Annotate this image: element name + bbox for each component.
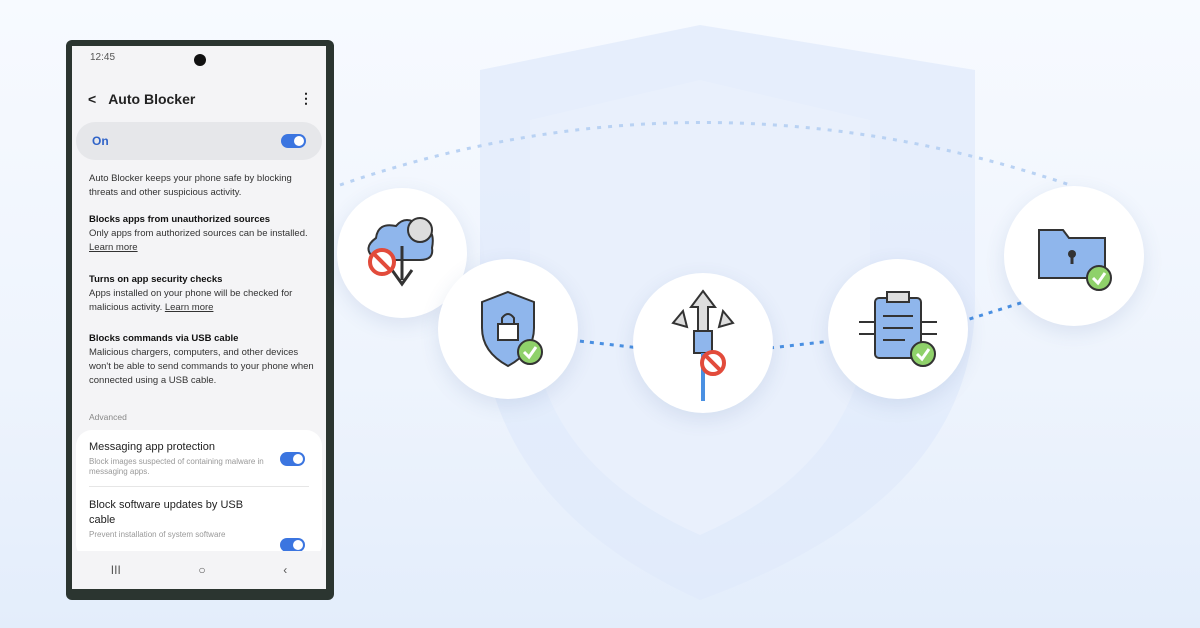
usb-blocked-icon bbox=[671, 289, 735, 401]
block-usb-updates-toggle[interactable] bbox=[280, 538, 305, 552]
setting-title: Block software updates by USB cable bbox=[89, 499, 244, 526]
page-title: Auto Blocker bbox=[108, 90, 196, 107]
section-title: Blocks apps from unauthorized sources bbox=[89, 214, 271, 225]
intro-text: Auto Blocker keeps your phone safe by bl… bbox=[89, 173, 292, 198]
back-icon[interactable]: < bbox=[88, 90, 97, 107]
cloud-download-blocked-icon bbox=[367, 217, 434, 287]
advanced-settings-card: Messaging app protection Block images su… bbox=[76, 430, 322, 560]
setting-title: Messaging app protection bbox=[89, 441, 215, 453]
section-title: Turns on app security checks bbox=[89, 274, 223, 285]
feature-usb-commands bbox=[633, 273, 773, 413]
setting-subtitle: Prevent installation of system software bbox=[89, 530, 226, 539]
section-body: Malicious chargers, computers, and other… bbox=[89, 347, 314, 386]
clipboard-check-icon bbox=[859, 291, 937, 367]
setting-block-usb-updates[interactable]: Block software updates by USB cable Prev… bbox=[89, 498, 269, 540]
shield-lock-check-icon bbox=[481, 290, 543, 368]
auto-blocker-screen: 12:45 < Auto Blocker ⋮ On Auto Blocker k… bbox=[72, 46, 326, 589]
home-button[interactable]: ○ bbox=[198, 563, 206, 577]
back-button[interactable]: ‹ bbox=[283, 563, 288, 577]
phone-mockup: 12:45 < Auto Blocker ⋮ On Auto Blocker k… bbox=[66, 40, 334, 600]
feature-secure-folder bbox=[1004, 186, 1144, 326]
section-title: Blocks commands via USB cable bbox=[89, 333, 239, 344]
feature-unauthorized-sources bbox=[337, 188, 467, 318]
folder-lock-check-icon bbox=[1038, 229, 1112, 291]
recents-button[interactable]: III bbox=[110, 563, 121, 577]
messaging-protection-toggle[interactable] bbox=[280, 452, 305, 466]
status-time: 12:45 bbox=[90, 52, 116, 63]
learn-more-link[interactable]: Learn more bbox=[89, 242, 138, 253]
feature-clipboard-check bbox=[828, 259, 968, 399]
master-toggle[interactable] bbox=[281, 134, 306, 148]
nav-bar: III ○ ‹ bbox=[72, 551, 326, 589]
setting-subtitle: Block images suspected of containing mal… bbox=[89, 457, 264, 476]
setting-messaging-protection[interactable]: Messaging app protection Block images su… bbox=[89, 440, 269, 477]
camera-icon bbox=[194, 54, 206, 66]
advanced-label: Advanced bbox=[89, 412, 127, 422]
section-body: Only apps from authorized sources can be… bbox=[89, 228, 308, 239]
divider bbox=[89, 486, 309, 487]
more-options-icon[interactable]: ⋮ bbox=[299, 90, 313, 106]
feature-security-checks bbox=[438, 259, 578, 399]
master-toggle-row[interactable]: On bbox=[76, 122, 322, 160]
master-toggle-label: On bbox=[92, 134, 109, 148]
section-body: Apps installed on your phone will be che… bbox=[89, 288, 293, 313]
learn-more-link[interactable]: Learn more bbox=[164, 302, 214, 313]
